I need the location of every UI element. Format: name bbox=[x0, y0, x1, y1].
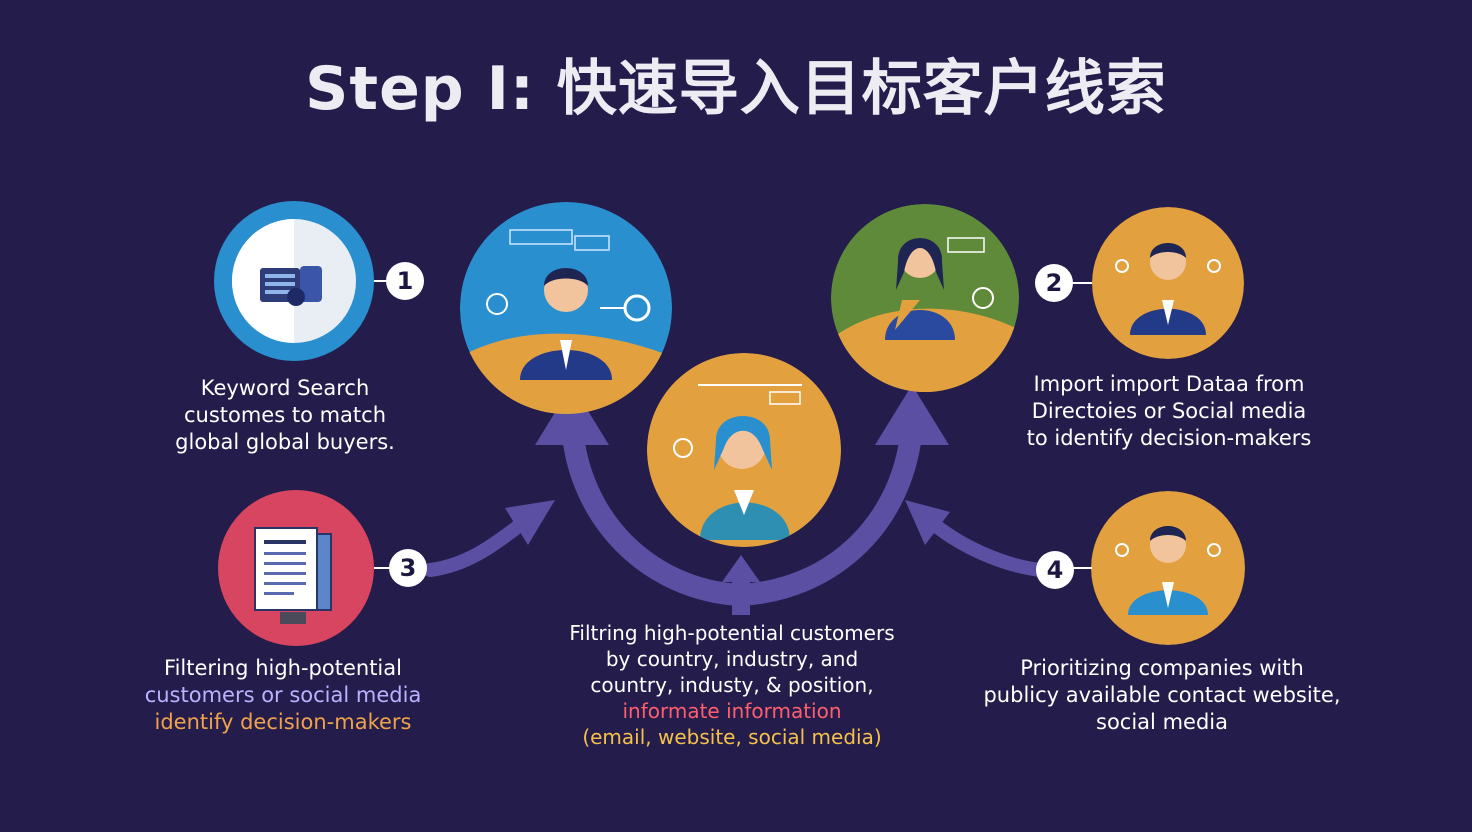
step1-circle bbox=[214, 201, 388, 361]
search-database-icon bbox=[260, 266, 322, 306]
arrowhead-right bbox=[875, 385, 949, 445]
page-title: Step I: 快速导入目标客户线索 bbox=[305, 54, 1167, 124]
person-avatar-icon bbox=[1130, 243, 1206, 335]
center-line: by country, industry, and bbox=[605, 647, 859, 671]
center-label: Filtring high-potential customers by cou… bbox=[540, 620, 924, 750]
arrow-step3 bbox=[423, 518, 527, 577]
person-circle-a bbox=[460, 202, 672, 414]
step1-line: customes to match bbox=[183, 403, 387, 427]
chat-bubble-icon bbox=[486, 293, 508, 315]
step2-line: Import import Dataa from bbox=[1033, 372, 1305, 396]
step3-line: customers or social media bbox=[144, 683, 422, 707]
target-icon bbox=[1115, 543, 1221, 557]
step2-line: to identify decision-makers bbox=[1026, 426, 1312, 450]
center-line: (email, website, social media) bbox=[582, 725, 882, 749]
target-icon bbox=[1115, 259, 1221, 273]
arc-arrow-right bbox=[729, 414, 923, 606]
center-line: Filtring high-potential customers bbox=[569, 621, 895, 645]
step2-label: Import import Dataa from Directoies or S… bbox=[1000, 371, 1338, 452]
step4-number: 4 bbox=[1036, 551, 1074, 589]
arrowhead-center bbox=[722, 555, 760, 582]
step1-number: 1 bbox=[386, 262, 424, 300]
step3-number: 3 bbox=[389, 549, 427, 587]
step3-line: identify decision-makers bbox=[154, 710, 412, 734]
arrowhead-left bbox=[535, 385, 609, 445]
arrowhead-step4 bbox=[905, 500, 950, 545]
arrowhead-step3 bbox=[505, 500, 555, 545]
step4-line: publicy available contact website, bbox=[983, 683, 1341, 707]
person-circle-d bbox=[1092, 207, 1244, 359]
arc-arrow-left bbox=[561, 414, 751, 606]
step3-circle bbox=[218, 490, 390, 646]
person-circle-b bbox=[831, 204, 1019, 392]
person-avatar-icon bbox=[520, 268, 612, 380]
arrow-step4 bbox=[928, 518, 1047, 577]
step1-line: Keyword Search bbox=[200, 376, 370, 400]
arrow-stem bbox=[732, 575, 750, 615]
chat-bubble-icon bbox=[673, 438, 693, 458]
step1-label: Keyword Search customes to match global … bbox=[150, 375, 420, 456]
center-line: informate information bbox=[622, 699, 842, 723]
step4-line: social media bbox=[1096, 710, 1228, 734]
step2-line: Directoies or Social media bbox=[1031, 399, 1307, 423]
step1-line: global global buyers. bbox=[175, 430, 395, 454]
step3-label: Filtering high-potential customers or so… bbox=[128, 655, 438, 736]
person-circle-e bbox=[1091, 491, 1245, 645]
document-icon bbox=[254, 527, 332, 624]
person-avatar-icon bbox=[700, 416, 790, 540]
center-line: country, industy, & position, bbox=[590, 673, 874, 697]
step4-label: Prioritizing companies with publicy avai… bbox=[970, 655, 1354, 736]
step2-number: 2 bbox=[1035, 264, 1073, 302]
person-circle-c bbox=[647, 353, 841, 547]
person-avatar-icon bbox=[1128, 526, 1208, 615]
flow-arrows bbox=[423, 385, 1047, 615]
step4-line: Prioritizing companies with bbox=[1020, 656, 1304, 680]
step3-line: Filtering high-potential bbox=[164, 656, 402, 680]
person-avatar-icon bbox=[885, 238, 955, 340]
